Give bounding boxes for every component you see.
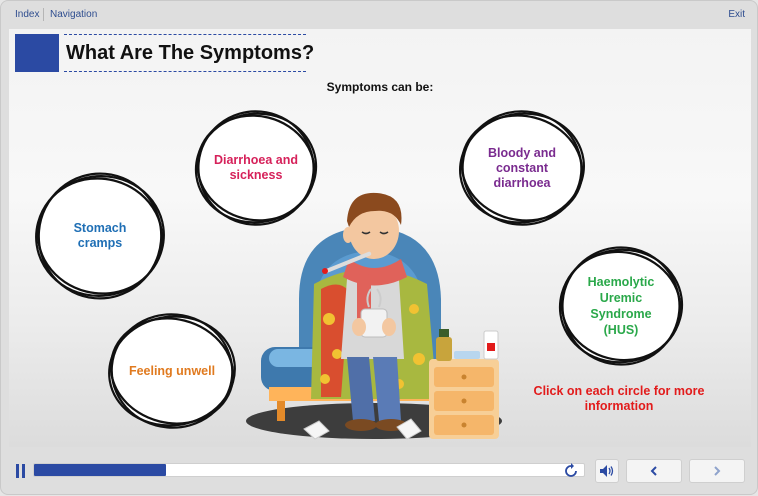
- instruction-text: Click on each circle for more informatio…: [533, 384, 705, 413]
- scribble-circle-icon: [558, 246, 684, 366]
- next-button[interactable]: [689, 459, 745, 483]
- symptom-circle-bloody-diarrhoea[interactable]: Bloody and constant diarrhoea: [456, 109, 588, 227]
- scribble-circle-icon: [459, 110, 585, 226]
- scribble-circle-icon: [194, 110, 318, 226]
- index-link[interactable]: Index: [15, 9, 40, 20]
- symptom-label: Haemolytic Uremic Syndrome (HUS): [587, 275, 655, 337]
- pause-button[interactable]: [13, 459, 29, 483]
- symptom-circle-diarrhoea-sickness[interactable]: Diarrhoea and sickness: [192, 109, 320, 227]
- volume-button[interactable]: [595, 459, 619, 483]
- symptom-circle-hus[interactable]: Haemolytic Uremic Syndrome (HUS): [556, 245, 686, 367]
- replay-icon: [565, 463, 577, 477]
- previous-button[interactable]: [626, 459, 682, 483]
- symptom-label: Bloody and constant diarrhoea: [487, 145, 557, 190]
- page-title: What Are The Symptoms?: [66, 42, 315, 64]
- symptom-circle-stomach-cramps[interactable]: Stomach cramps: [32, 171, 168, 301]
- title-accent-square: [15, 34, 59, 72]
- scribble-circle-icon: [35, 172, 165, 300]
- sick-man-illustration: [246, 192, 502, 440]
- subtitle: Symptoms can be:: [326, 80, 434, 94]
- title-box: What Are The Symptoms?: [64, 34, 314, 72]
- chevron-right-icon: [714, 466, 721, 476]
- top-bar: Index Navigation Exit: [1, 1, 758, 29]
- scribble-circle-icon: [108, 313, 236, 429]
- player-controls: [1, 453, 758, 496]
- slide-canvas: What Are The Symptoms? Symptoms can be: …: [9, 29, 751, 447]
- navigation-link[interactable]: Navigation: [50, 9, 98, 20]
- symptom-circle-feeling-unwell[interactable]: Feeling unwell: [105, 312, 239, 430]
- replay-button[interactable]: [563, 463, 579, 479]
- progress-fill: [34, 464, 166, 476]
- pause-icon: [16, 464, 25, 478]
- symptom-label: Stomach cramps: [73, 221, 127, 250]
- exit-link[interactable]: Exit: [728, 9, 745, 20]
- chevron-left-icon: [650, 466, 657, 476]
- progress-bar[interactable]: [33, 463, 585, 477]
- symptom-label: Feeling unwell: [128, 363, 216, 378]
- volume-icon: [600, 465, 614, 477]
- divider: [43, 8, 44, 21]
- symptom-label: Diarrhoea and sickness: [213, 153, 299, 182]
